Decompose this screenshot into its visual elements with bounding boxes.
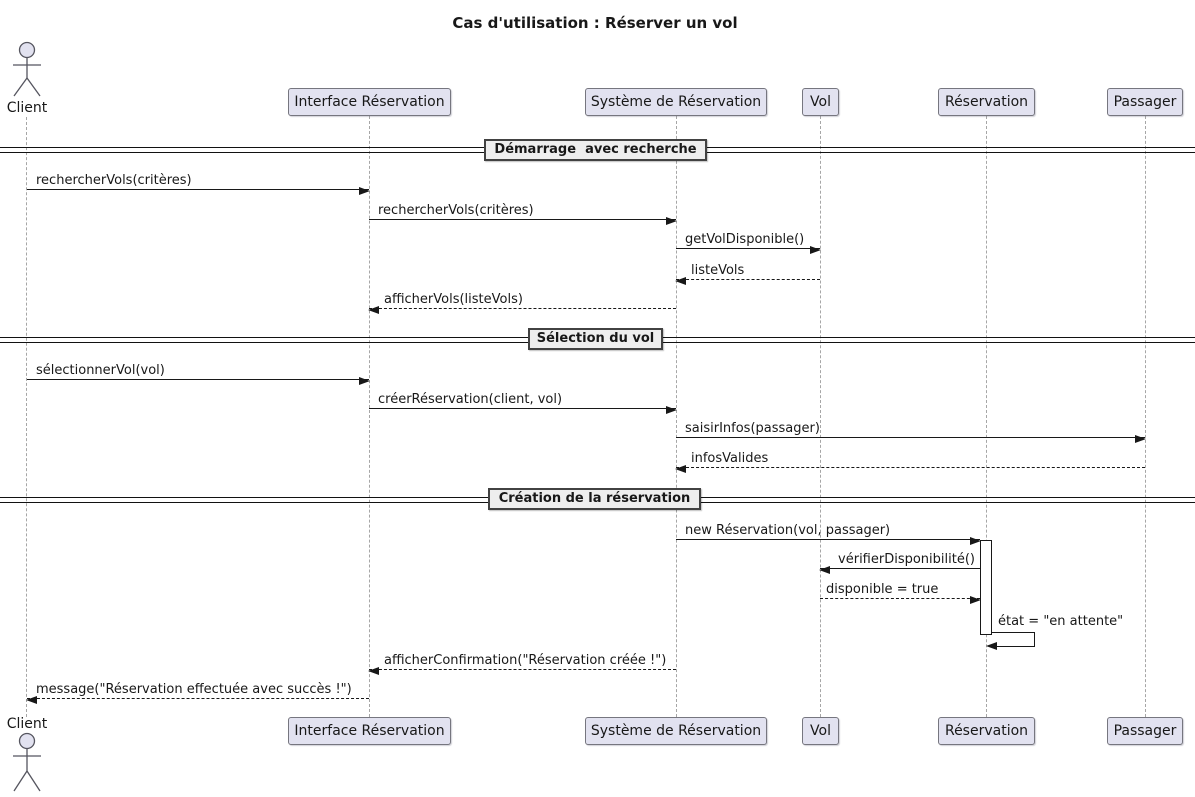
message-disponible-true: disponible = true bbox=[820, 583, 981, 604]
self-message-bottom-segment bbox=[996, 646, 1035, 647]
message-etat-en-attente: état = "en attente" bbox=[998, 614, 1124, 629]
participant-systeme-de-reservation-bottom: Système de Réservation bbox=[585, 717, 767, 745]
participant-vol-top: Vol bbox=[802, 88, 839, 116]
arrowhead-right-icon bbox=[359, 377, 370, 385]
lifeline-reservation bbox=[986, 116, 987, 717]
message-liste-vols: listeVols bbox=[675, 264, 820, 285]
self-message-right-segment bbox=[1034, 632, 1035, 646]
activation-bar-reservation bbox=[980, 540, 992, 635]
arrowhead-left-icon bbox=[675, 277, 686, 285]
message-rechercher-vols-interface: rechercherVols(critères) bbox=[369, 204, 677, 225]
lifeline-vol bbox=[820, 116, 821, 717]
arrowhead-left-icon bbox=[819, 566, 830, 574]
self-message-top-segment bbox=[991, 632, 1035, 633]
arrowhead-right-icon bbox=[810, 246, 821, 254]
message-creer-reservation: créerRéservation(client, vol) bbox=[369, 393, 677, 414]
arrowhead-right-icon bbox=[970, 537, 981, 545]
arrowhead-left-icon bbox=[986, 642, 997, 650]
lifeline-client bbox=[26, 117, 27, 717]
arrowhead-right-icon bbox=[1135, 435, 1146, 443]
message-saisir-infos: saisirInfos(passager) bbox=[676, 422, 1146, 443]
participant-reservation-top: Réservation bbox=[938, 88, 1035, 116]
participant-reservation-bottom: Réservation bbox=[938, 717, 1035, 745]
participant-interface-reservation-bottom: Interface Réservation bbox=[288, 717, 451, 745]
message-new-reservation: new Réservation(vol, passager) bbox=[676, 524, 981, 545]
arrowhead-left-icon bbox=[368, 667, 379, 675]
message-rechercher-vols-client: rechercherVols(critères) bbox=[27, 174, 370, 195]
actor-icon bbox=[13, 732, 41, 792]
participant-passager-top: Passager bbox=[1107, 88, 1183, 116]
message-afficher-vols: afficherVols(listeVols) bbox=[368, 293, 676, 314]
message-afficher-confirmation: afficherConfirmation("Réservation créée … bbox=[368, 654, 676, 675]
arrowhead-right-icon bbox=[666, 217, 677, 225]
arrowhead-right-icon bbox=[359, 187, 370, 195]
actor-label-bottom: Client bbox=[6, 716, 48, 732]
arrowhead-right-icon bbox=[666, 406, 677, 414]
participant-interface-reservation-top: Interface Réservation bbox=[288, 88, 451, 116]
divider-selection-du-vol: Sélection du vol bbox=[528, 328, 663, 350]
arrowhead-right-icon bbox=[970, 596, 981, 604]
divider-creation-reservation: Création de la réservation bbox=[488, 488, 701, 510]
divider-demarrage: Démarrage avec recherche bbox=[484, 139, 707, 161]
message-infos-valides: infosValides bbox=[675, 452, 1145, 473]
arrowhead-left-icon bbox=[26, 696, 37, 704]
lifeline-systeme-de-reservation bbox=[676, 116, 677, 717]
arrowhead-left-icon bbox=[368, 306, 379, 314]
message-selectionner-vol: sélectionnerVol(vol) bbox=[27, 364, 370, 385]
message-get-vol-disponible: getVolDisponible() bbox=[676, 233, 821, 254]
message-verifier-disponibilite: vérifierDisponibilité() bbox=[819, 553, 980, 574]
arrowhead-left-icon bbox=[675, 465, 686, 473]
participant-vol-bottom: Vol bbox=[802, 717, 839, 745]
actor-label-top: Client bbox=[6, 100, 48, 116]
participant-systeme-de-reservation-top: Système de Réservation bbox=[585, 88, 767, 116]
lifeline-interface-reservation bbox=[369, 116, 370, 717]
message-succes-client: message("Réservation effectuée avec succ… bbox=[26, 683, 369, 704]
actor-icon bbox=[13, 41, 41, 97]
diagram-title: Cas d'utilisation : Réserver un vol bbox=[452, 14, 738, 32]
participant-passager-bottom: Passager bbox=[1107, 717, 1183, 745]
lifeline-passager bbox=[1145, 116, 1146, 717]
